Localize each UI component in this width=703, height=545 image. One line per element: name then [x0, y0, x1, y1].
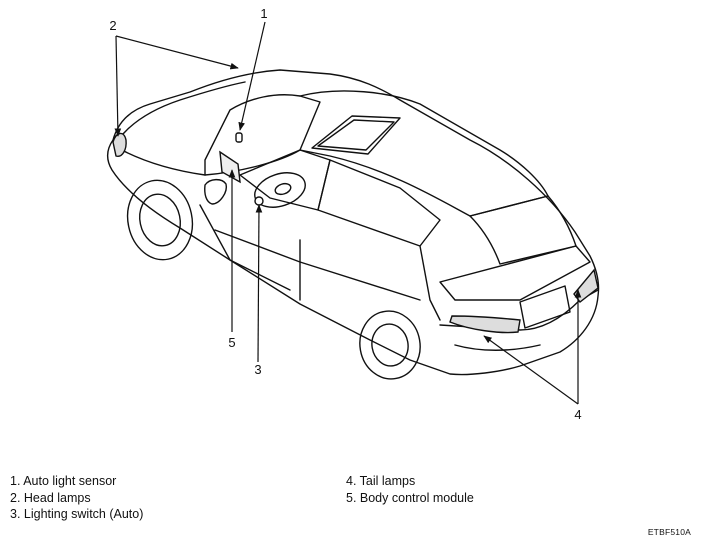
leader-lines [114, 21, 582, 405]
steering-hub [274, 182, 292, 196]
callout-5: 5 [228, 335, 235, 350]
callout-2: 2 [109, 18, 116, 33]
rear-wheel-hub [371, 323, 409, 367]
callout-3: 3 [254, 362, 261, 377]
license-plate [519, 285, 571, 329]
front-wheel-hub [139, 193, 181, 247]
hood-lower-edge [117, 147, 206, 176]
rear-door-line [419, 245, 441, 321]
legend-item-tail-lamps: 4. Tail lamps [346, 474, 416, 488]
rear-side-window [317, 159, 441, 247]
front-door-line [199, 204, 291, 291]
leader-line-4a [483, 335, 579, 405]
legend-item-body-control-module: 5. Body control module [346, 490, 474, 505]
legend-right-column: 4. Tail lamps 5. Body control module [346, 473, 474, 506]
leader-line-2b [114, 35, 122, 137]
sunroof-inner [317, 119, 395, 151]
rear-bumper-lower [454, 344, 541, 351]
roof [299, 90, 549, 217]
steering-wheel [254, 172, 306, 208]
side-mirror [204, 178, 227, 205]
leader-line-3 [255, 204, 263, 363]
trunk-lid [439, 245, 591, 301]
hood-line [117, 81, 246, 141]
car-body-outline [106, 69, 600, 376]
figure-code: ETBF510A [647, 527, 691, 537]
head-lamp-marker [112, 132, 127, 157]
callout-4: 4 [574, 407, 581, 422]
legend-item-auto-light-sensor: 1. Auto light sensor [10, 474, 117, 488]
rear-wheel [359, 310, 421, 380]
front-side-window [239, 149, 331, 211]
auto-light-sensor-marker [235, 132, 243, 143]
front-wheel [126, 179, 194, 261]
lighting-switch-marker [254, 196, 264, 206]
legend-left-column: 1. Auto light sensor 2. Head lamps 3. Li… [10, 473, 143, 523]
body-control-module-marker [219, 150, 241, 184]
leader-line-1 [238, 21, 266, 131]
leader-line-2a [115, 35, 239, 70]
car-illustration [106, 69, 600, 380]
side-character-line [214, 229, 421, 301]
tail-lamp-left-marker [449, 315, 521, 334]
sunroof [311, 115, 401, 155]
callout-1: 1 [260, 6, 267, 21]
legend-item-head-lamps: 2. Head lamps [10, 490, 91, 505]
legend-item-lighting-switch: 3. Lighting switch (Auto) [10, 507, 144, 521]
rear-window [469, 195, 577, 265]
